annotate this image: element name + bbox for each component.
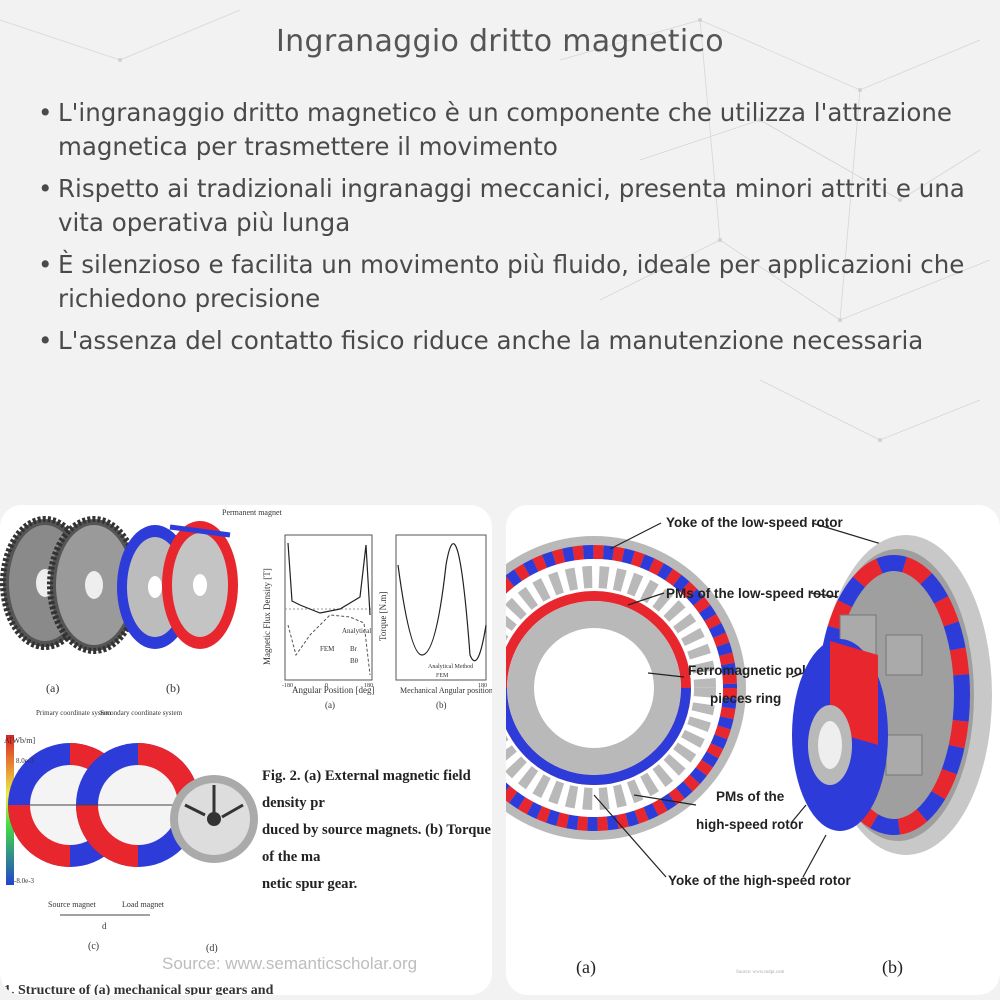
bullet-text: Rispetto ai tradizionali ingranaggi mecc…: [58, 174, 965, 237]
label-b: (b): [166, 681, 180, 695]
bullet-item: • L'assenza del contatto fisico riduce a…: [38, 324, 968, 358]
source-credit: Source: www.semanticscholar.org: [162, 954, 418, 973]
label-ferro-2: pieces ring: [710, 691, 781, 706]
label-a: (a): [576, 957, 596, 978]
permanent-magnet-label: Permanent magnet: [222, 508, 283, 517]
label-d: (d): [206, 943, 218, 954]
chart-b-xlabel: Mechanical Angular position [deg]: [400, 686, 492, 695]
chart-b-legend-fem: FEM: [436, 673, 449, 679]
chart-a-legend-br: Br: [350, 645, 358, 653]
chart-a-tick-x: 0: [325, 683, 328, 689]
label-pms-high-2: high-speed rotor: [696, 817, 804, 832]
spur-gear-figure: (a) Permanent magnet (b) Magnetic Flux D…: [0, 508, 492, 954]
chart-a-xlabel: Angular Position [deg]: [292, 685, 375, 695]
secondary-coordinate-label: Secondary coordinate system: [100, 709, 183, 717]
colorbar-min-label: -8.0e-3: [14, 877, 35, 885]
label-pms-high-1: PMs of the: [716, 789, 785, 804]
cutaway-3d-illustration: [792, 535, 992, 855]
load-magnet-label: Load magnet: [122, 900, 165, 909]
figure-panel-left: (a) Permanent magnet (b) Magnetic Flux D…: [0, 505, 492, 995]
colorbar-top-label: A[Wb/m]: [4, 736, 35, 745]
label-pms-low: PMs of the low-speed rotor: [666, 586, 840, 601]
chart-b-ylabel: Torque [N.m]: [378, 592, 388, 641]
chart-a-legend-analytical: Analytical: [342, 627, 371, 635]
chart-b-tick-x: 180: [478, 683, 487, 689]
flux-density-chart: Magnetic Flux Density [T] Angular Positi…: [262, 534, 375, 710]
field-map-illustration: [6, 735, 200, 916]
source-credit-small: Source: www.mdpi.com: [736, 970, 785, 975]
chart-a-tick-x: 180: [364, 683, 373, 689]
cross-section-illustration: [506, 536, 746, 840]
bullet-dot: •: [38, 250, 53, 279]
background-network-pattern: [0, 9, 991, 442]
label-yoke-high: Yoke of the high-speed rotor: [668, 873, 852, 888]
chart-a-ylabel: Magnetic Flux Density [T]: [262, 568, 272, 665]
chart-a-label: (a): [325, 700, 335, 710]
chart-a-tick-x: -180: [282, 683, 293, 689]
figure-caption: Fig. 2. (a) External magnetic field dens…: [262, 768, 491, 892]
chart-a-legend-btheta: Bθ: [350, 657, 359, 665]
bullet-item: • Rispetto ai tradizionali ingranaggi me…: [38, 172, 968, 240]
label-yoke-low: Yoke of the low-speed rotor: [666, 515, 844, 530]
bullet-item: • L'ingranaggio dritto magnetico è un co…: [38, 96, 968, 164]
chart-a-legend-fem: FEM: [320, 645, 335, 653]
bullet-text: L'assenza del contatto fisico riduce anc…: [58, 326, 924, 355]
figure-panel-right: Yoke of the low-speed rotor PMs of the l…: [506, 505, 1000, 995]
magnetic-gear-illustration: [117, 521, 238, 649]
page-title: Ingranaggio dritto magnetico: [276, 24, 724, 59]
bullet-text: L'ingranaggio dritto magnetico è un comp…: [58, 98, 952, 161]
source-magnet-label: Source magnet: [48, 900, 97, 909]
bullet-text: È silenzioso e facilita un movimento più…: [58, 250, 965, 313]
chart-b-label: (b): [436, 700, 447, 710]
label-c: (c): [88, 941, 99, 952]
chart-b-legend-analytical: Analytical Method: [428, 664, 473, 670]
coaxial-magnetic-gear-figure: Yoke of the low-speed rotor PMs of the l…: [506, 515, 992, 978]
bullet-dot: •: [38, 174, 53, 203]
torque-chart: Torque [N.m] Mechanical Angular position…: [378, 534, 492, 710]
label-b: (b): [882, 957, 903, 978]
bullet-dot: •: [38, 326, 53, 355]
bullet-list: • L'ingranaggio dritto magnetico è un co…: [38, 96, 968, 366]
label-a: (a): [46, 681, 59, 695]
rotor-photo-illustration: [170, 775, 258, 863]
bullet-dot: •: [38, 98, 53, 127]
colorbar-max-label: 8.0e-3: [16, 757, 34, 765]
bullet-item: • È silenzioso e facilita un movimento p…: [38, 248, 968, 316]
primary-coordinate-label: Primary coordinate system: [36, 709, 112, 717]
distance-label: d: [102, 921, 107, 931]
label-ferro-1: Ferromagnetic pole: [688, 663, 814, 678]
figure-bottom-caption: 1. Structure of (a) mechanical spur gear…: [4, 983, 274, 995]
